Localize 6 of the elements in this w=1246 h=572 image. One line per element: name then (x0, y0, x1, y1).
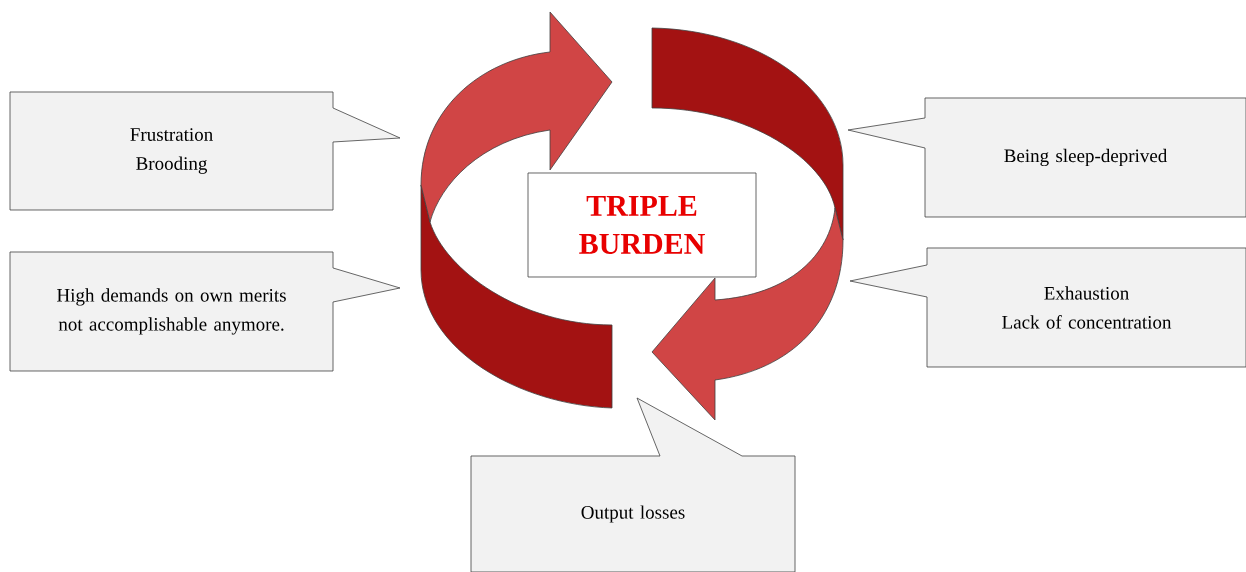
callout-box: Frustration Brooding (9, 91, 401, 211)
callout-box: Being sleep-deprived (847, 97, 1246, 218)
callout-box: Output losses (470, 397, 796, 572)
title-box: TRIPLE BURDEN (527, 172, 757, 278)
callout-box: Exhaustion Lack of concentration (849, 247, 1246, 368)
callout-box: High demands on own merits not accomplishable anymore. (9, 251, 401, 372)
